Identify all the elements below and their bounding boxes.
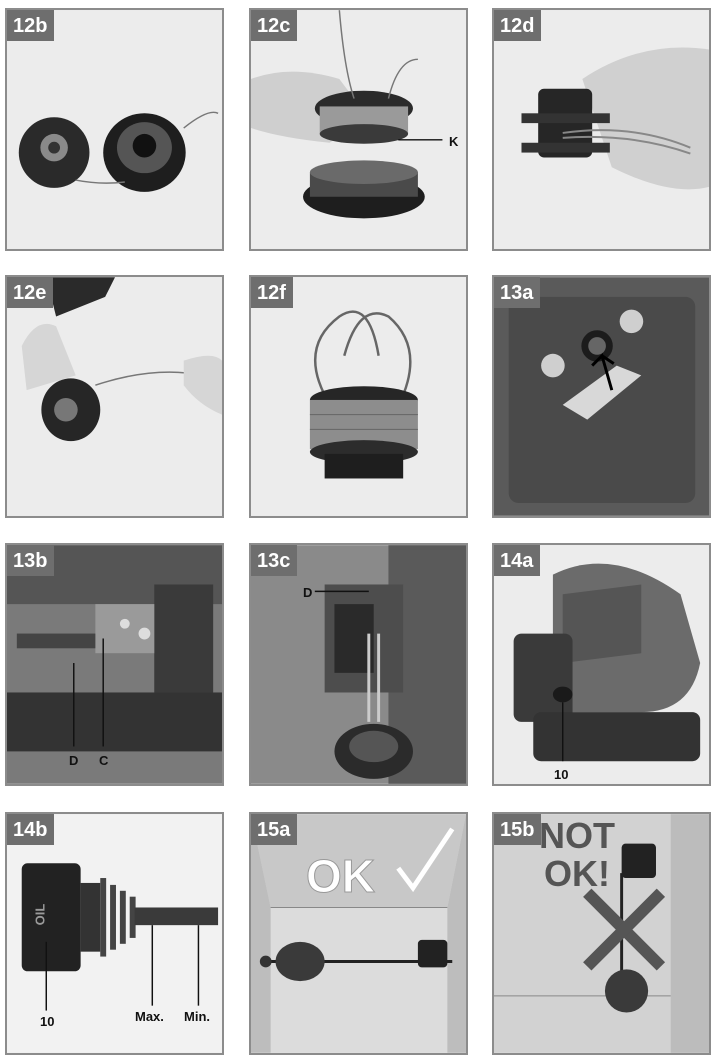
spool-threading-photo — [494, 10, 709, 249]
wound-spool-photo — [251, 277, 466, 516]
panel-label: 12c — [251, 10, 298, 41]
panel-12b: 12b — [5, 8, 224, 251]
panel-15a: 15a OK — [249, 812, 468, 1055]
panel-12c: 12c K — [249, 8, 468, 251]
callout-max: Max. — [135, 1009, 164, 1024]
callout-D: D — [303, 585, 313, 600]
callout-min: Min. — [184, 1009, 210, 1024]
fuel-tank-photo — [251, 545, 466, 784]
oil-dipstick-photo — [7, 814, 222, 1053]
oil-cap-text: OIL — [32, 903, 48, 926]
panel-label: 14b — [7, 814, 55, 845]
callout-K: K — [449, 134, 459, 149]
callout-10: 10 — [40, 1014, 55, 1029]
line-winding-photo — [7, 277, 222, 516]
air-filter-cover-photo — [494, 277, 709, 516]
panel-label: 12f — [251, 277, 293, 308]
panel-13b: 13b D C — [5, 543, 224, 786]
callout-C: C — [99, 753, 109, 768]
spool-hand-photo — [251, 10, 466, 249]
panel-13c: 13c D — [249, 543, 468, 786]
panel-label: 12d — [494, 10, 542, 41]
panel-label: 15a — [251, 814, 298, 845]
spool-parts-photo — [7, 10, 222, 249]
engine-housing-photo — [494, 545, 709, 784]
callout-D: D — [69, 753, 79, 768]
panel-label: 15b — [494, 814, 542, 845]
ok-sign: OK — [306, 850, 376, 903]
panel-12f: 12f — [249, 275, 468, 518]
panel-label: 13c — [251, 545, 298, 576]
panel-label: 12e — [7, 277, 54, 308]
callout-10: 10 — [554, 767, 569, 782]
panel-14b: 14b OIL 10 Max. Min. — [5, 812, 224, 1055]
panel-12d: 12d — [492, 8, 711, 251]
panel-14a: 14a 10 — [492, 543, 711, 786]
incorrect-storage-illustration — [494, 814, 709, 1053]
carburetor-photo — [7, 545, 222, 784]
panel-label: 13a — [494, 277, 541, 308]
panel-12e: 12e — [5, 275, 224, 518]
panel-label: 14a — [494, 545, 541, 576]
panel-13a: 13a — [492, 275, 711, 518]
panel-label: 13b — [7, 545, 55, 576]
not-ok-sign-line-2: OK! — [544, 853, 610, 894]
panel-label: 12b — [7, 10, 55, 41]
correct-storage-illustration — [251, 814, 466, 1053]
not-ok-sign-line-1: NOT — [539, 815, 615, 856]
panel-15b: 15b NOT OK! — [492, 812, 711, 1055]
